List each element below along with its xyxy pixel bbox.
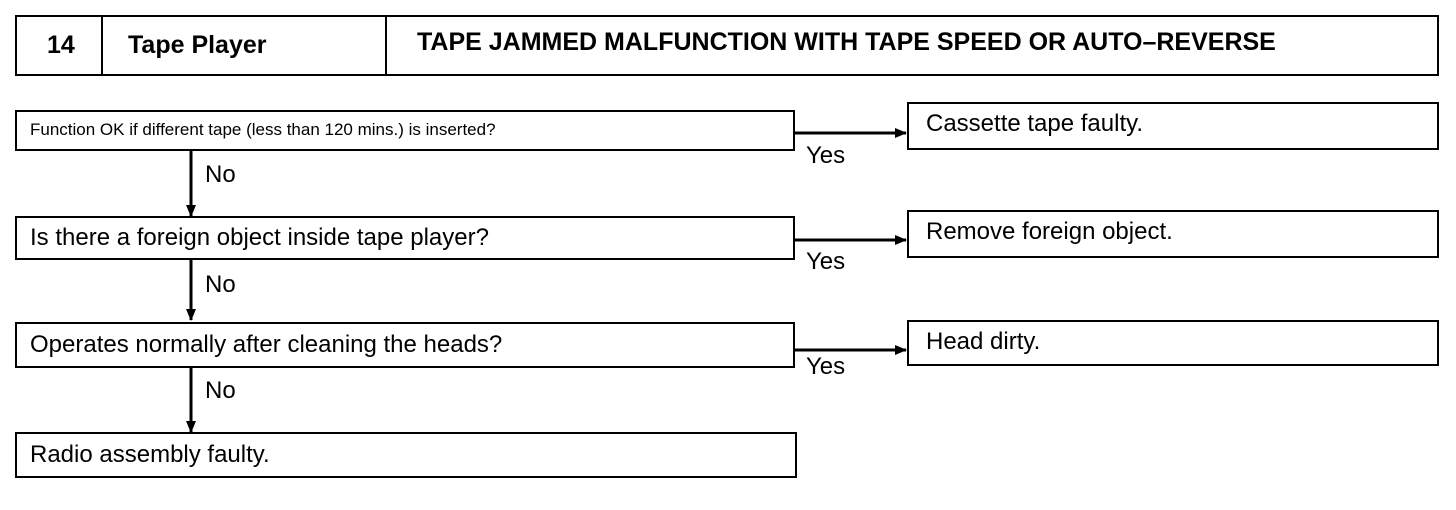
result-box-1: Cassette tape faulty. <box>907 102 1439 150</box>
header-divider <box>385 17 387 74</box>
header-bar: 14 Tape Player TAPE JAMMED MALFUNCTION W… <box>15 15 1439 76</box>
result-box-2: Remove foreign object. <box>907 210 1439 258</box>
header-divider <box>101 17 103 74</box>
page-title: TAPE JAMMED MALFUNCTION WITH TAPE SPEED … <box>417 28 1276 56</box>
yes-label-1: Yes <box>806 142 846 169</box>
section-title: Tape Player <box>128 31 267 59</box>
no-label-2: No <box>205 271 236 298</box>
no-label-1: No <box>205 161 236 188</box>
yes-label-2: Yes <box>806 248 846 275</box>
question-box-3: Operates normally after cleaning the hea… <box>15 322 795 368</box>
final-result-box: Radio assembly faulty. <box>15 432 797 478</box>
result-box-3: Head dirty. <box>907 320 1439 366</box>
question-box-1: Function OK if different tape (less than… <box>15 110 795 151</box>
section-number: 14 <box>47 31 75 59</box>
yes-label-3: Yes <box>806 353 846 380</box>
no-label-3: No <box>205 377 236 404</box>
question-box-2: Is there a foreign object inside tape pl… <box>15 216 795 260</box>
